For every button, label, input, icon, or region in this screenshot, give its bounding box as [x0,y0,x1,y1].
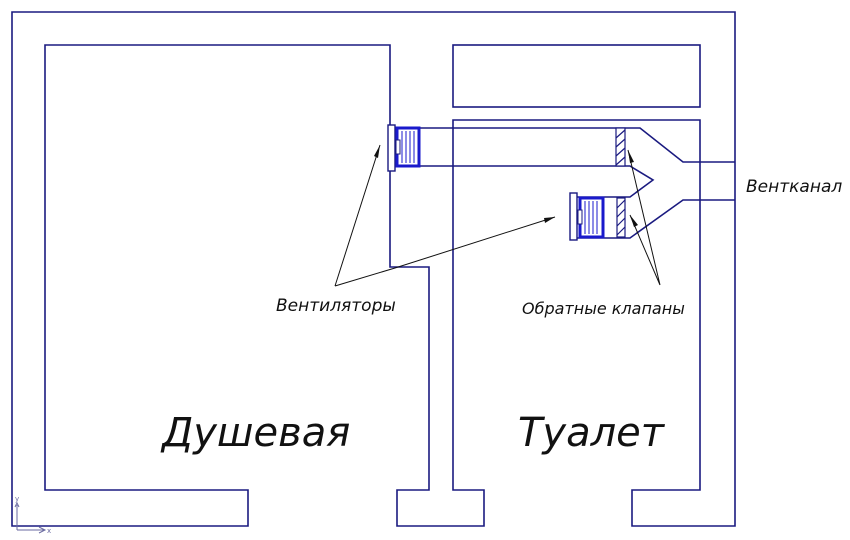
toilet-cabinet [452,44,701,108]
walls [11,11,736,527]
upper-duct [395,127,735,239]
fans-label: Вентиляторы [276,296,396,316]
toilet-room-label: Туалет [518,410,666,456]
check-valve-lower [616,197,626,238]
axis-indicator [14,501,47,534]
fan-lower [569,192,605,241]
arrowheads [374,145,638,227]
shower-room-label: Душевая [160,410,350,456]
fan-upper [387,124,421,172]
check-valves-label: Обратные клапаны [522,299,685,318]
leader-lines [334,144,661,287]
check-valve-upper [615,127,626,167]
vent-channel-label: Вентканал [746,177,842,197]
axis-x-label: x [47,527,51,535]
axis-y-label: y [15,495,19,503]
